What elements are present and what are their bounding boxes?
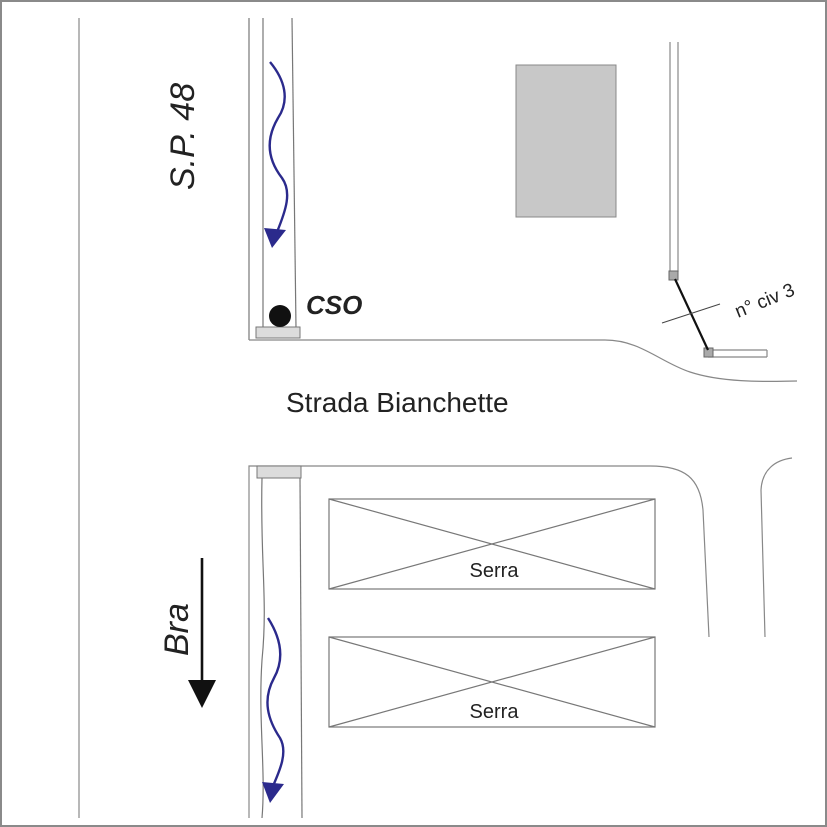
gate	[674, 278, 709, 351]
greenhouse-1-label-bg	[458, 555, 530, 583]
greenhouse-2-label: Serra	[470, 701, 520, 723]
strada-bianchette-north-edge	[249, 339, 798, 383]
side-road-edge	[760, 457, 793, 638]
cso-marker-icon	[269, 305, 291, 327]
greenhouse-1	[328, 498, 656, 590]
lower-ditch	[260, 477, 303, 819]
sp48-label: S.P. 48	[164, 83, 202, 190]
upper-ditch	[248, 17, 297, 340]
building	[515, 64, 617, 218]
strada-bianchette-label: Strada Bianchette	[286, 387, 509, 418]
upper-flow-arrow-icon	[264, 61, 289, 248]
cso-label: CSO	[306, 290, 362, 320]
property-wall	[669, 42, 768, 358]
greenhouse-1-label: Serra	[470, 560, 520, 582]
gate-post-bottom	[703, 347, 714, 358]
bra-direction-arrow-icon	[188, 558, 216, 708]
greenhouse-2-label-bg	[458, 695, 530, 723]
lower-culvert	[256, 465, 302, 479]
upper-culvert	[255, 326, 301, 339]
bra-label: Bra	[158, 603, 196, 656]
house-number-pointer	[661, 303, 721, 324]
strada-bianchette-south-edge	[248, 465, 710, 818]
greenhouse-2	[328, 636, 656, 728]
gate-post-top	[668, 270, 679, 281]
lower-flow-arrow-icon	[262, 617, 285, 803]
